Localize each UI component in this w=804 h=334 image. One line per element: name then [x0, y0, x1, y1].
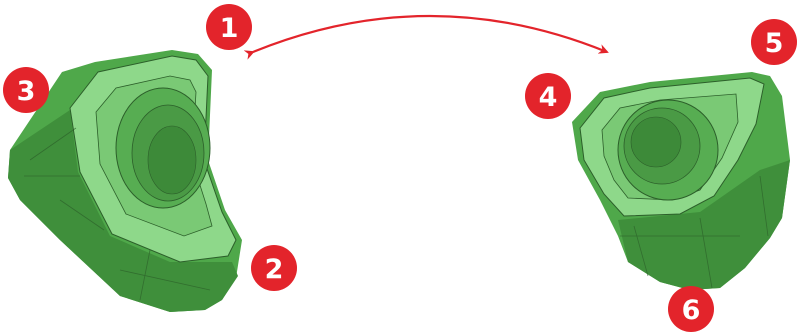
right-insert-hole-bottom: [631, 117, 681, 167]
corner-badge-1: 1: [206, 4, 252, 50]
right-insert: [572, 72, 790, 290]
rotation-arrow: [253, 16, 607, 52]
corner-badge-4: 4: [525, 73, 571, 119]
corner-badge-6: 6: [668, 286, 714, 332]
corner-label-1: 1: [220, 13, 239, 44]
left-insert-hole-bottom: [148, 126, 196, 194]
corner-badge-5: 5: [751, 19, 797, 65]
corner-label-6: 6: [682, 295, 701, 326]
corner-label-4: 4: [539, 82, 558, 113]
corner-label-5: 5: [765, 28, 784, 59]
corner-badge-2: 2: [251, 245, 297, 291]
corner-label-3: 3: [17, 76, 36, 107]
corner-label-2: 2: [265, 254, 284, 285]
corner-badge-3: 3: [3, 67, 49, 113]
